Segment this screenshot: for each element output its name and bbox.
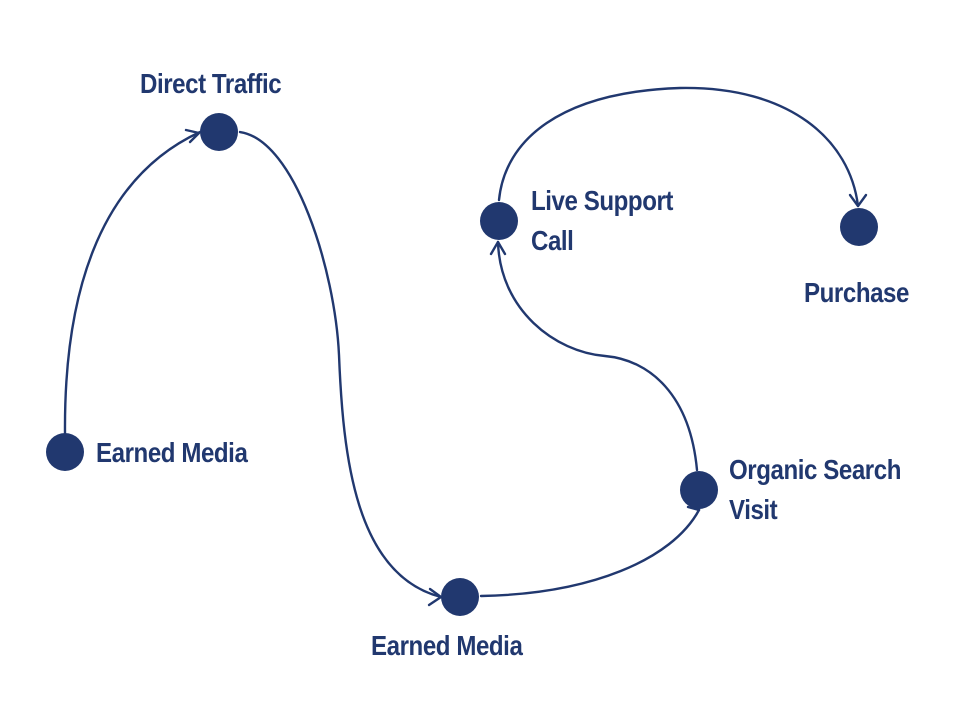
edge-organic-search-visit-to-live-support-call: [489, 240, 699, 472]
node-organic-search-visit: [680, 471, 718, 509]
node-label-line: Purchase: [804, 277, 909, 308]
arrowhead-icon: [427, 587, 443, 607]
edge-path: [497, 86, 860, 208]
arrowhead-icon: [489, 240, 507, 256]
node-label-live-support-call: Live Support Call: [531, 181, 673, 261]
node-direct-traffic: [200, 113, 238, 151]
edge-live-support-call-to-purchase: [497, 86, 868, 208]
node-label-line: Visit: [729, 494, 778, 525]
node-label-line: Earned Media: [96, 437, 248, 468]
node-label-line: Call: [531, 225, 574, 256]
edge-path: [238, 130, 443, 599]
edge-path: [63, 130, 202, 435]
arrowhead-icon: [848, 193, 868, 208]
node-label-line: Organic Search: [729, 454, 901, 485]
node-purchase: [840, 208, 878, 246]
edge-earned-media-2-to-organic-search-visit: [479, 496, 701, 598]
edge-path: [479, 508, 701, 598]
node-label-line: Live Support: [531, 185, 674, 216]
node-label-purchase: Purchase: [804, 273, 909, 313]
edge-earned-media-1-to-direct-traffic: [63, 128, 202, 435]
node-label-earned-media-1: Earned Media: [96, 433, 248, 473]
edge-direct-traffic-to-earned-media-2: [238, 130, 443, 607]
node-label-organic-search-visit: Organic Search Visit: [729, 450, 901, 530]
node-label-earned-media-2: Earned Media: [371, 626, 523, 666]
edge-path: [496, 240, 699, 472]
arrowhead-icon: [184, 128, 201, 144]
node-label-line: Direct Traffic: [140, 68, 282, 99]
node-label-line: Earned Media: [371, 630, 523, 661]
node-live-support-call: [480, 202, 518, 240]
node-label-direct-traffic: Direct Traffic: [140, 64, 282, 104]
node-earned-media-1: [46, 433, 84, 471]
node-earned-media-2: [441, 578, 479, 616]
